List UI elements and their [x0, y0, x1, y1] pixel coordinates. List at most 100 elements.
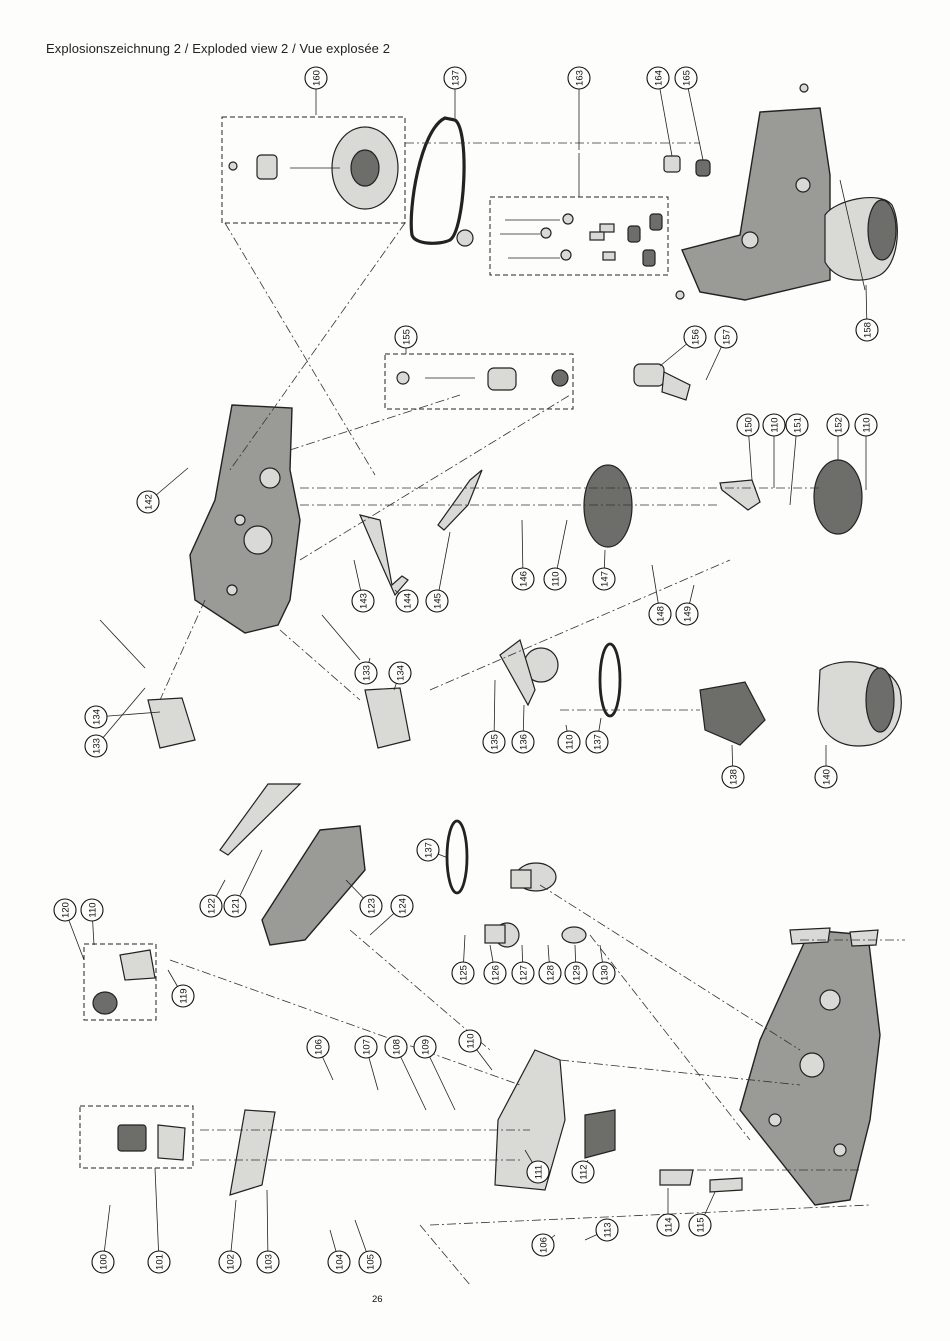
belt-137-mid	[598, 642, 622, 718]
roller-assembly-155	[384, 353, 574, 410]
callout-152: 152	[826, 413, 850, 460]
callout-number: 121	[231, 898, 242, 914]
callout-137: 137	[416, 838, 449, 862]
callout-165: 165	[674, 66, 704, 161]
lever-114-115	[659, 1169, 743, 1193]
callout-circle	[199, 894, 223, 918]
callout-number: 110	[862, 417, 873, 432]
solenoid-134-right	[321, 614, 411, 749]
callout-100: 100	[91, 1204, 115, 1274]
callout-137: 137	[585, 717, 609, 754]
callout-109: 109	[413, 1035, 456, 1111]
callout-number: 110	[565, 734, 576, 749]
callout-number: 148	[656, 606, 667, 622]
callout-101: 101	[147, 1167, 171, 1274]
pulley-group-126	[445, 819, 587, 948]
callout-circle	[714, 325, 738, 349]
callout-number: 158	[863, 322, 874, 338]
callout-circle	[736, 413, 760, 437]
lever-145	[437, 469, 483, 531]
callout-leader	[436, 531, 451, 602]
callout-number: 142	[144, 494, 155, 510]
callout-circle	[564, 961, 588, 985]
callout-leader	[266, 1189, 269, 1263]
callout-circle	[526, 1160, 550, 1184]
idler-136	[499, 639, 559, 707]
callout-125: 125	[451, 934, 475, 985]
callout-number: 157	[722, 329, 733, 345]
callout-122: 122	[199, 879, 226, 918]
callout-leader	[789, 424, 798, 506]
callout-number: 134	[92, 709, 103, 725]
callout-number: 137	[424, 842, 435, 858]
callout-102: 102	[218, 1199, 242, 1274]
callout-114: 114	[656, 1188, 680, 1237]
callout-number: 145	[433, 593, 444, 609]
callout-circle	[390, 894, 414, 918]
capstan-part-156	[633, 363, 691, 401]
callout-number: 110	[466, 1033, 477, 1048]
callout-110: 110	[557, 724, 581, 754]
callout-number: 151	[793, 417, 804, 433]
callout-circle	[721, 765, 745, 789]
callout-140: 140	[814, 745, 838, 789]
callout-135: 135	[482, 679, 506, 754]
callout-110: 110	[543, 519, 568, 591]
callout-number: 146	[519, 571, 530, 587]
callout-circle	[538, 961, 562, 985]
callout-circle	[571, 1160, 595, 1184]
callout-number: 134	[396, 665, 407, 681]
callout-circle	[511, 567, 535, 591]
callout-number: 122	[207, 898, 218, 914]
callout-number: 156	[691, 329, 702, 345]
callout-circle	[656, 1213, 680, 1237]
plate-112	[584, 1109, 616, 1159]
callout-number: 106	[314, 1039, 325, 1055]
callout-119: 119	[167, 969, 195, 1008]
callout-number: 114	[664, 1217, 675, 1232]
callout-number: 137	[451, 70, 462, 86]
callout-circle	[531, 1233, 555, 1257]
callout-110: 110	[80, 898, 104, 946]
callout-circle	[306, 1035, 330, 1059]
callout-144: 144	[394, 589, 419, 613]
callout-number: 163	[575, 70, 586, 86]
callout-circle	[683, 325, 707, 349]
callout-circle	[592, 567, 616, 591]
callout-137: 137	[443, 66, 467, 118]
callout-circle	[327, 1250, 351, 1274]
callout-147: 147	[592, 549, 616, 591]
callout-number: 155	[402, 329, 413, 345]
callout-number: 147	[600, 571, 611, 587]
callout-number: 152	[834, 417, 845, 433]
callout-148: 148	[648, 564, 672, 626]
callout-circle	[413, 1035, 437, 1059]
callout-circle	[646, 66, 670, 90]
switch-group-101	[79, 1105, 194, 1169]
callout-circle	[785, 413, 809, 437]
callout-leader	[95, 687, 146, 747]
callout-155: 155	[394, 325, 418, 354]
motor-140	[817, 661, 902, 747]
callout-circle	[483, 961, 507, 985]
callout-circle	[91, 1250, 115, 1274]
callout-number: 127	[519, 965, 530, 981]
callout-circle	[567, 66, 591, 90]
callout-circle	[688, 1213, 712, 1237]
callout-129: 129	[564, 944, 588, 985]
callout-circle	[223, 894, 247, 918]
callout-number: 137	[593, 734, 604, 750]
callout-circle	[84, 734, 108, 758]
callout-120: 120	[53, 898, 85, 961]
callout-leader	[685, 77, 704, 161]
callout-164: 164	[646, 66, 673, 157]
callout-106: 106	[531, 1233, 556, 1257]
callout-circle	[394, 325, 418, 349]
callout-number: 125	[459, 965, 470, 981]
callout-number: 135	[490, 734, 501, 750]
motor-158	[824, 179, 898, 291]
callout-circle	[674, 66, 698, 90]
callout-number: 143	[359, 593, 370, 609]
callout-103: 103	[256, 1189, 280, 1274]
